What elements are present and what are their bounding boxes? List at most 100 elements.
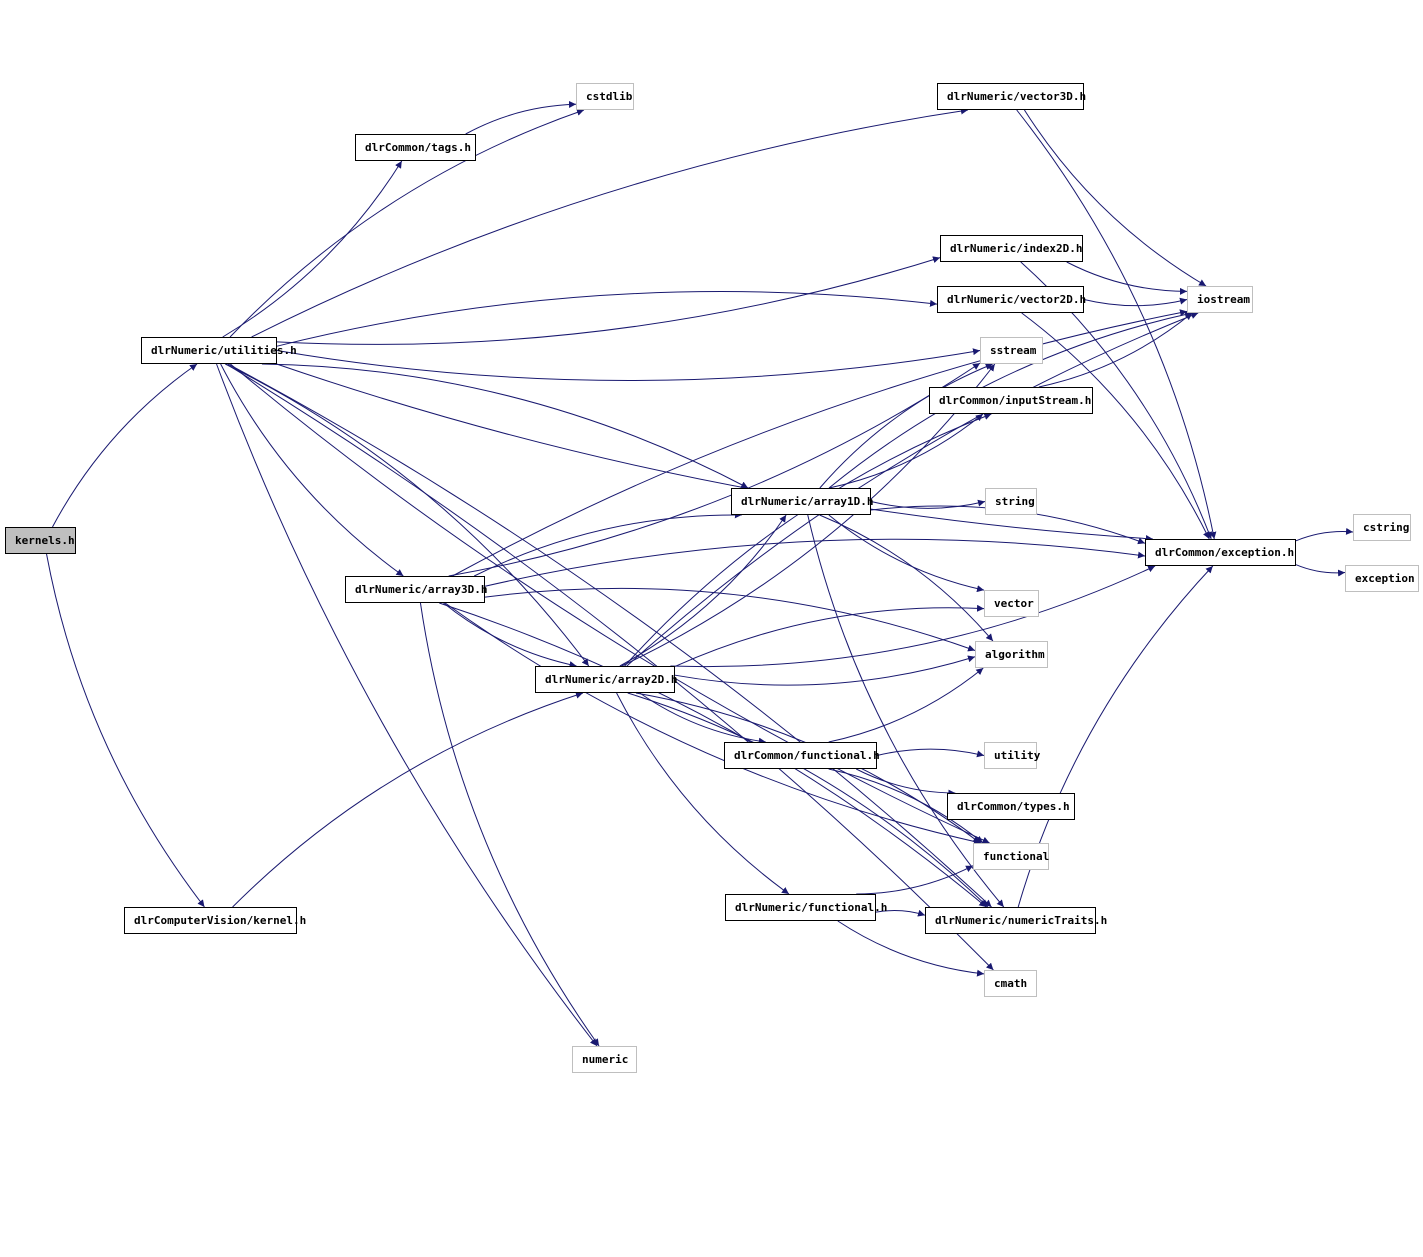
edge-utilities-to-functional: [230, 363, 990, 844]
edge-exception_h-to-exception: [1295, 564, 1346, 577]
node-functional: functional: [973, 843, 1049, 870]
node-label: cstring: [1363, 521, 1410, 534]
edge-array2D-to-sstream: [621, 363, 996, 667]
edge-utilities-to-index2D: [276, 256, 941, 345]
node-iostream: iostream: [1187, 286, 1253, 313]
edge-array3D-to-numericTraits: [439, 602, 987, 908]
edge-utilities-to-tags: [222, 160, 403, 338]
node-exception: exception: [1345, 565, 1419, 592]
node-label: dlrCommon/tags.h: [365, 141, 471, 154]
node-dlrnumeric-vector3d-h[interactable]: dlrNumeric/vector3D.h: [937, 83, 1087, 110]
edge-utilities-to-vector3D: [251, 107, 968, 338]
node-dlrcommon-types-h[interactable]: dlrCommon/types.h: [947, 793, 1075, 820]
node-label: cstdlib: [586, 90, 633, 103]
node-label: dlrCommon/inputStream.h: [939, 394, 1092, 407]
node-dlrnumeric-array3d-h[interactable]: dlrNumeric/array3D.h: [345, 576, 488, 603]
node-dlrcommon-exception-h[interactable]: dlrCommon/exception.h: [1145, 539, 1296, 566]
edge-inputStream-to-iostream: [1038, 312, 1193, 388]
edge-utilities-to-numeric: [216, 363, 598, 1047]
node-dlrcommon-functional-h[interactable]: dlrCommon/functional.h: [724, 742, 880, 769]
edge-array1D-to-string: [870, 499, 986, 509]
edge-utilities-to-exception_h: [276, 363, 1153, 543]
node-label: cmath: [994, 977, 1028, 990]
edge-array1D-to-sstream: [819, 363, 993, 489]
node-dlrnumeric-numerictraits-h[interactable]: dlrNumeric/numericTraits.h: [925, 907, 1107, 934]
node-label: vector: [994, 597, 1034, 610]
node-label: iostream: [1197, 293, 1250, 306]
edge-vector3D-to-exception_h: [1016, 109, 1217, 540]
node-cstdlib: cstdlib: [576, 83, 634, 110]
edge-utilities-to-array3D: [220, 363, 404, 577]
node-label: kernels.h: [15, 534, 75, 547]
node-dlrnumeric-vector2d-h[interactable]: dlrNumeric/vector2D.h: [937, 286, 1087, 313]
node-label: dlrNumeric/array1D.h: [741, 495, 874, 508]
edge-array3D-to-sstream: [448, 362, 981, 577]
edge-utilities-to-sstream: [276, 348, 981, 381]
node-dlrnumeric-utilities-h[interactable]: dlrNumeric/utilities.h: [141, 337, 297, 364]
node-kernels-h[interactable]: kernels.h: [5, 527, 76, 554]
edge-exception_h-to-cstring: [1295, 527, 1354, 542]
node-vector: vector: [984, 590, 1039, 617]
edge-array3D-to-iostream: [452, 309, 1188, 577]
node-dlrnumeric-functional-h[interactable]: dlrNumeric/functional.h: [725, 894, 887, 921]
node-label: dlrCommon/types.h: [957, 800, 1070, 813]
node-dlrcommon-tags-h[interactable]: dlrCommon/tags.h: [355, 134, 476, 161]
node-label: string: [995, 495, 1035, 508]
node-dlrnumeric-index2d-h[interactable]: dlrNumeric/index2D.h: [940, 235, 1083, 262]
edge-vector2D-to-exception_h: [1021, 312, 1210, 540]
edge-array2D-to-nfunctional: [616, 692, 790, 895]
node-cstring: cstring: [1353, 514, 1411, 541]
node-dlrnumeric-array2d-h[interactable]: dlrNumeric/array2D.h: [535, 666, 678, 693]
edge-array2D-to-inputStream: [624, 413, 992, 667]
node-label: dlrCommon/exception.h: [1155, 546, 1295, 559]
node-dlrcommon-inputstream-h[interactable]: dlrCommon/inputStream.h: [929, 387, 1093, 414]
edge-array2D-to-vector: [674, 604, 985, 667]
node-label: dlrNumeric/array2D.h: [545, 673, 678, 686]
edge-array3D-to-numeric: [419, 602, 600, 1047]
edge-array2D-to-algorithm: [674, 655, 976, 686]
edge-array1D-to-iostream: [828, 311, 1193, 489]
edge-nfunctional-to-functional: [856, 865, 974, 895]
edge-array3D-to-functional: [444, 602, 981, 845]
node-label: dlrNumeric/functional.h: [735, 901, 888, 914]
node-label: dlrComputerVision/kernel.h: [134, 914, 307, 927]
edge-dfunctional-to-types: [855, 768, 956, 797]
edge-utilities-to-vector2D: [276, 291, 938, 347]
node-label: dlrNumeric/index2D.h: [950, 242, 1083, 255]
edge-dfunctional-to-algorithm: [828, 667, 984, 743]
node-dlrnumeric-array1d-h[interactable]: dlrNumeric/array1D.h: [731, 488, 874, 515]
node-dlrcomputervision-kernel-h[interactable]: dlrComputerVision/kernel.h: [124, 907, 306, 934]
node-label: dlrNumeric/vector3D.h: [947, 90, 1087, 103]
node-utility: utility: [984, 742, 1040, 769]
edge-vector2D-to-iostream: [1083, 297, 1188, 307]
node-label: dlrNumeric/vector2D.h: [947, 293, 1087, 306]
edge-array2D-to-iostream: [626, 312, 1199, 667]
edge-array3D-to-array1D: [473, 511, 742, 577]
node-algorithm: algorithm: [975, 641, 1048, 668]
node-label: exception: [1355, 572, 1415, 585]
edge-utilities-to-array1D: [261, 363, 749, 489]
edge-nfunctional-to-numericTraits: [875, 909, 926, 917]
edge-kernel-to-array2D: [232, 691, 584, 908]
edge-array1D-to-algorithm: [819, 514, 994, 642]
edge-array1D-to-numericTraits: [807, 514, 1005, 908]
node-cmath: cmath: [984, 970, 1037, 997]
edge-dfunctional-to-functional: [828, 768, 984, 844]
edge-array3D-to-algorithm: [484, 587, 976, 652]
node-label: algorithm: [985, 648, 1045, 661]
node-label: dlrCommon/functional.h: [734, 749, 880, 762]
edge-array2D-to-numericTraits: [627, 692, 989, 908]
edge-kernels-to-utilities: [52, 363, 198, 528]
node-numeric: numeric: [572, 1046, 637, 1073]
node-sstream: sstream: [980, 337, 1043, 364]
edge-array3D-to-array2D: [443, 602, 577, 668]
node-label: dlrNumeric/utilities.h: [151, 344, 297, 357]
edge-index2D-to-iostream: [1066, 261, 1188, 295]
edge-kernels-to-kernel: [46, 553, 205, 908]
edge-vector3D-to-iostream: [1024, 109, 1207, 287]
edge-utilities-to-cmath: [225, 363, 994, 971]
node-label: dlrNumeric/array3D.h: [355, 583, 488, 596]
node-label: sstream: [990, 344, 1037, 357]
edge-array2D-to-exception_h: [670, 565, 1156, 668]
